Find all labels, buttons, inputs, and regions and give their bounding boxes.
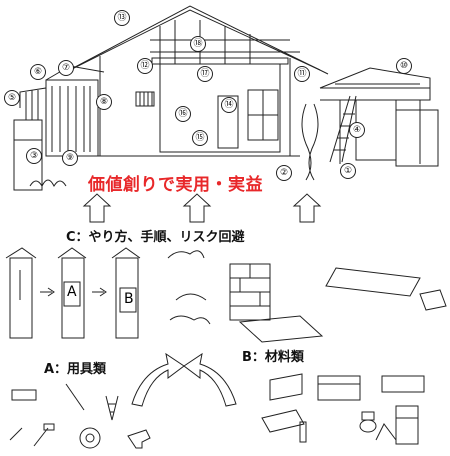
marker-16: ⑯ [175, 106, 191, 122]
marker-2: ② [276, 165, 292, 181]
materials-illustrations [261, 373, 425, 445]
up-arrows [82, 193, 322, 223]
left-structures [13, 65, 105, 191]
tools-caption: A：用具類 [44, 362, 107, 377]
step-a-label: A [67, 284, 77, 300]
process-steps [5, 247, 447, 343]
marker-8: ⑧ [96, 94, 112, 110]
headline: 価値創りで実用・実益 [88, 175, 263, 195]
marker-12: ⑫ [137, 58, 153, 74]
marker-17: ⑰ [197, 66, 213, 82]
marker-18: ⑱ [190, 36, 206, 52]
marker-9: ⑨ [62, 150, 78, 166]
marker-13: ⑬ [114, 10, 130, 26]
marker-11: ⑪ [294, 66, 310, 82]
step-b-label: B [124, 291, 134, 307]
converging-arrows [131, 352, 237, 407]
tools-illustrations [9, 383, 151, 449]
marker-5: ⑤ [4, 90, 20, 106]
marker-6: ⑥ [30, 64, 46, 80]
marker-15: ⑮ [192, 130, 208, 146]
marker-7: ⑦ [58, 60, 74, 76]
right-structures [301, 67, 439, 181]
process-caption: C：やり方、手順、リスク回避 [66, 230, 245, 245]
marker-14: ⑭ [221, 97, 237, 113]
marker-1: ① [340, 163, 356, 179]
marker-4: ④ [349, 122, 365, 138]
materials-caption: B：材料類 [242, 350, 304, 365]
marker-3: ③ [26, 148, 42, 164]
marker-10: ⑩ [396, 58, 412, 74]
house-walls [95, 56, 300, 157]
